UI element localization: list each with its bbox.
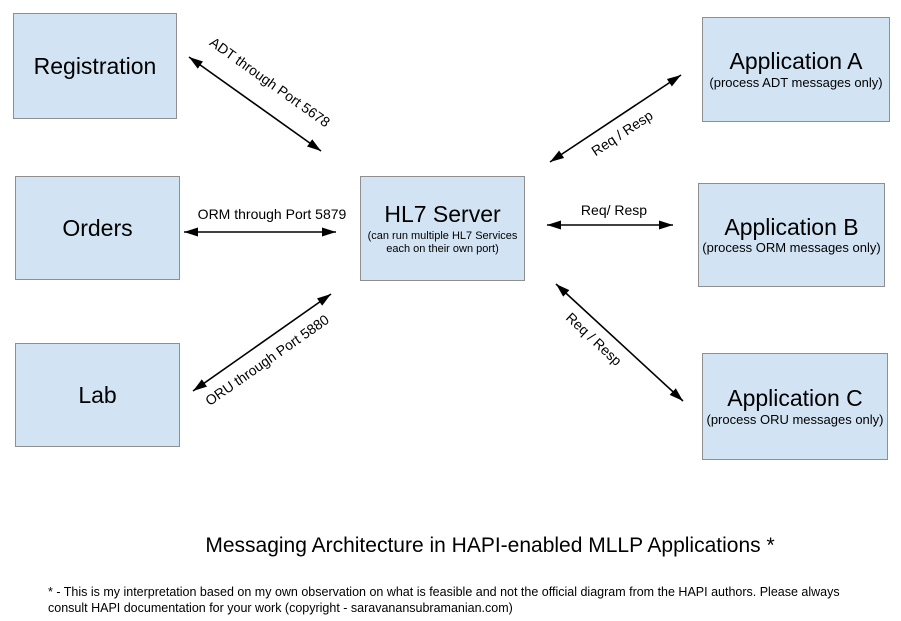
node-lab-label: Lab bbox=[78, 381, 117, 408]
connector-hl7-application-c bbox=[555, 283, 684, 402]
node-registration: Registration bbox=[13, 13, 177, 119]
connector-hl7-application-a bbox=[549, 74, 682, 163]
diagram-footnote: * - This is my interpretation based on m… bbox=[48, 585, 883, 616]
node-lab: Lab bbox=[15, 343, 180, 447]
node-registration-label: Registration bbox=[33, 52, 157, 79]
node-application-a-sublabel: (process ADT messages only) bbox=[709, 74, 883, 90]
node-hl7-server: HL7 Server (can run multiple HL7 Service… bbox=[360, 176, 525, 281]
edge-label-orm-port-5879: ORM through Port 5879 bbox=[197, 206, 347, 222]
edge-label-req-resp-a: Req / Resp bbox=[588, 106, 656, 160]
edge-label-oru-port-5880: ORU through Port 5880 bbox=[202, 311, 332, 409]
node-application-b: Application B (process ORM messages only… bbox=[698, 183, 885, 287]
footnote-line-2: consult HAPI documentation for your work… bbox=[48, 600, 513, 615]
connector-lab-hl7 bbox=[192, 293, 332, 392]
node-application-a: Application A (process ADT messages only… bbox=[702, 17, 890, 122]
edge-label-req-resp-c: Req / Resp bbox=[562, 309, 626, 369]
node-application-c-label: Application C bbox=[727, 385, 863, 412]
node-application-c-sublabel: (process ORU messages only) bbox=[706, 411, 884, 427]
footnote-line-1: * - This is my interpretation based on m… bbox=[48, 585, 840, 599]
node-application-c: Application C (process ORU messages only… bbox=[702, 353, 888, 460]
node-application-b-sublabel: (process ORM messages only) bbox=[702, 240, 881, 256]
node-hl7-server-label: HL7 Server bbox=[384, 201, 501, 228]
node-application-b-label: Application B bbox=[724, 213, 859, 240]
node-orders-label: Orders bbox=[62, 214, 133, 241]
node-orders: Orders bbox=[15, 176, 180, 280]
diagram-title: Messaging Architecture in HAPI-enabled M… bbox=[205, 534, 775, 557]
edge-label-adt-port-5678: ADT through Port 5678 bbox=[206, 33, 334, 131]
node-application-a-label: Application A bbox=[729, 48, 863, 75]
node-hl7-server-sublabel: (can run multiple HL7 Services each on t… bbox=[367, 229, 518, 255]
edge-label-req-resp-b: Req/ Resp bbox=[580, 202, 648, 218]
